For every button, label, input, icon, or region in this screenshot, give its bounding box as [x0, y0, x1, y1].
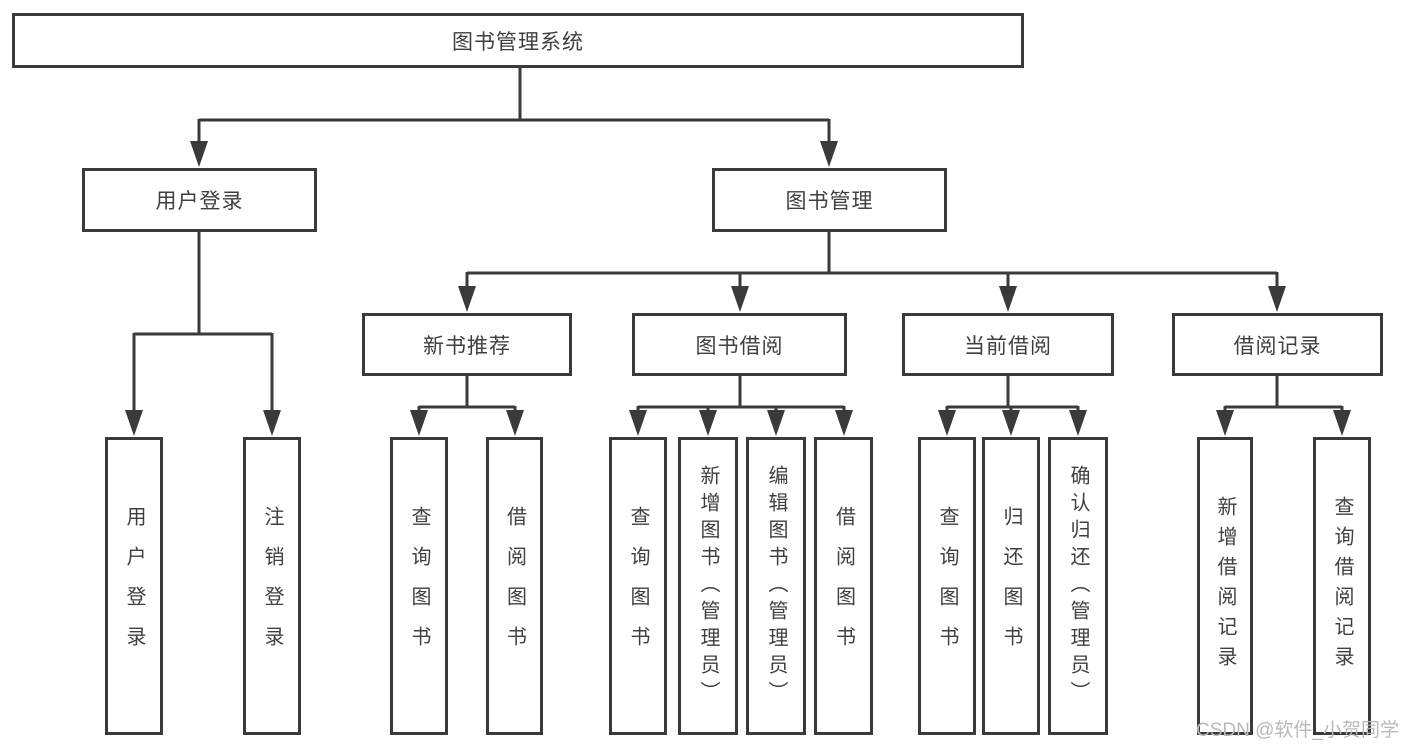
leaf-add-books-admin: 新增图书（管理员） — [678, 437, 738, 735]
node-system-root: 图书管理系统 — [12, 13, 1024, 68]
leaf-user-login: 用户登录 — [105, 437, 163, 735]
leaf-query-borrow-record: 查询借阅记录 — [1313, 437, 1371, 735]
arrowhead-icons — [125, 141, 1351, 436]
node-label: 归还图书 — [1000, 506, 1022, 666]
node-label: 新增图书（管理员） — [697, 464, 719, 708]
leaf-return-books: 归还图书 — [982, 437, 1040, 735]
node-user-login: 用户登录 — [82, 168, 317, 232]
node-label: 编辑图书（管理员） — [765, 464, 787, 708]
leaf-borrow-books: 借阅图书 — [486, 437, 543, 735]
node-label: 新增借阅记录 — [1214, 496, 1236, 676]
node-label: 查询图书 — [936, 506, 958, 666]
node-book-borrowing: 图书借阅 — [632, 313, 847, 376]
node-label: 确认归还（管理员） — [1067, 464, 1089, 708]
node-label: 用户登录 — [123, 506, 145, 666]
node-label: 图书管理 — [785, 190, 874, 213]
leaf-confirm-return-admin: 确认归还（管理员） — [1048, 437, 1108, 735]
leaf-add-borrow-record: 新增借阅记录 — [1197, 437, 1253, 735]
node-label: 用户登录 — [155, 190, 244, 213]
leaf-logout: 注销登录 — [243, 437, 301, 735]
node-label: 当前借阅 — [964, 334, 1052, 358]
node-new-book-recommendation: 新书推荐 — [362, 313, 572, 376]
node-borrowing-records: 借阅记录 — [1172, 313, 1383, 376]
node-label: 图书管理系统 — [452, 30, 584, 54]
leaf-edit-books-admin: 编辑图书（管理员） — [746, 437, 806, 735]
csdn-watermark: CSDN @软件_小贺同学 — [1196, 720, 1399, 741]
node-label: 图书借阅 — [695, 334, 784, 358]
node-label: 查询图书 — [408, 506, 430, 666]
node-label: 查询图书 — [627, 506, 649, 666]
node-book-management: 图书管理 — [712, 168, 947, 232]
leaf-borrow-books: 借阅图书 — [814, 437, 873, 735]
leaf-query-books: 查询图书 — [390, 437, 448, 735]
node-label: 注销登录 — [261, 506, 283, 666]
leaf-query-books: 查询图书 — [609, 437, 667, 735]
node-label: 查询借阅记录 — [1331, 496, 1353, 676]
node-label: 借阅记录 — [1233, 334, 1322, 358]
node-label: 新书推荐 — [423, 334, 511, 358]
node-label: 借阅图书 — [503, 506, 526, 666]
node-current-borrowing: 当前借阅 — [902, 313, 1114, 376]
node-label: 借阅图书 — [832, 506, 855, 666]
leaf-query-books: 查询图书 — [918, 437, 976, 735]
